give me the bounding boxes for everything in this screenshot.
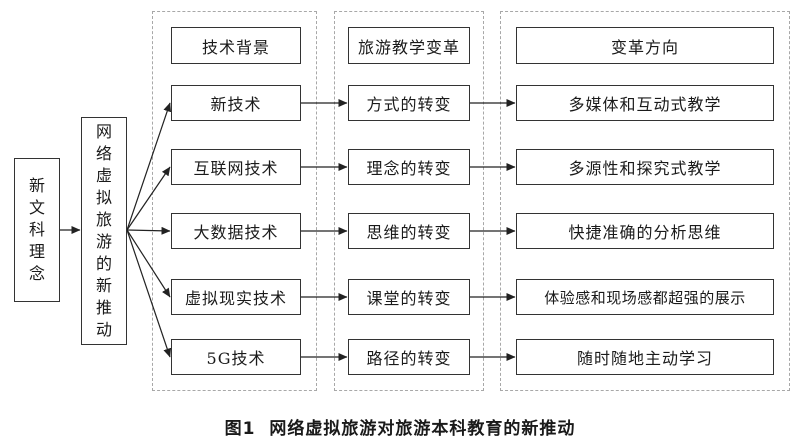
direction-node-label: 随时随地主动学习 <box>576 349 713 368</box>
reform-group-frame <box>334 11 484 391</box>
direction-node-3: 快捷准确的分析思维 <box>516 213 774 249</box>
reform-node-label: 思维的转变 <box>366 223 452 242</box>
figure-caption-label: 图1 <box>224 419 256 439</box>
reform-header: 旅游教学变革 <box>348 27 470 64</box>
center-node-label: 网络虚拟旅游的新推动 <box>95 122 112 339</box>
tech-header: 技术背景 <box>171 27 301 64</box>
direction-header-label: 变革方向 <box>610 37 679 57</box>
reform-node-label: 路径的转变 <box>366 349 452 368</box>
tech-node-5: 5G技术 <box>171 339 301 375</box>
direction-node-label: 体验感和现场感都超强的展示 <box>544 288 746 307</box>
tech-header-label: 技术背景 <box>201 37 270 57</box>
tech-group-frame <box>152 11 317 391</box>
figure-caption: 图1 网络虚拟旅游对旅游本科教育的新推动 <box>0 414 800 439</box>
direction-node-label: 多源性和探究式教学 <box>568 159 722 178</box>
tech-node-label: 5G技术 <box>206 349 266 368</box>
tech-node-2: 互联网技术 <box>171 149 301 185</box>
tech-node-1: 新技术 <box>171 85 301 121</box>
reform-node-4: 课堂的转变 <box>348 279 470 315</box>
tech-node-4: 虚拟现实技术 <box>171 279 301 315</box>
tech-node-label: 大数据技术 <box>193 223 279 242</box>
direction-node-4: 体验感和现场感都超强的展示 <box>516 279 774 315</box>
root-concept-label: 新文科理念 <box>28 176 45 283</box>
direction-node-1: 多媒体和互动式教学 <box>516 85 774 121</box>
tech-node-label: 虚拟现实技术 <box>184 289 287 308</box>
figure-caption-text: 网络虚拟旅游对旅游本科教育的新推动 <box>269 419 576 439</box>
arrow-center-to-tech-5 <box>126 229 172 358</box>
center-node: 网络虚拟旅游的新推动 <box>81 117 127 345</box>
tech-node-label: 新技术 <box>210 95 262 114</box>
direction-node-label: 多媒体和互动式教学 <box>568 95 722 114</box>
reform-node-label: 方式的转变 <box>366 95 452 114</box>
tech-node-3: 大数据技术 <box>171 213 301 249</box>
direction-group-frame <box>500 11 790 391</box>
arrow-center-to-tech-1 <box>126 102 172 231</box>
direction-header: 变革方向 <box>516 27 774 64</box>
direction-node-2: 多源性和探究式教学 <box>516 149 774 185</box>
arrow-center-to-tech-4 <box>126 229 171 298</box>
reform-node-5: 路径的转变 <box>348 339 470 375</box>
tech-node-label: 互联网技术 <box>193 159 279 178</box>
reform-node-3: 思维的转变 <box>348 213 470 249</box>
reform-header-label: 旅游教学变革 <box>357 37 460 57</box>
arrow-center-to-tech-2 <box>126 166 171 231</box>
reform-node-label: 理念的转变 <box>366 159 452 178</box>
reform-node-1: 方式的转变 <box>348 85 470 121</box>
reform-node-label: 课堂的转变 <box>366 289 452 308</box>
arrow-center-to-tech-3 <box>126 226 171 235</box>
reform-node-2: 理念的转变 <box>348 149 470 185</box>
root-concept-node: 新文科理念 <box>14 158 60 302</box>
direction-node-label: 快捷准确的分析思维 <box>568 223 722 242</box>
direction-node-5: 随时随地主动学习 <box>516 339 774 375</box>
